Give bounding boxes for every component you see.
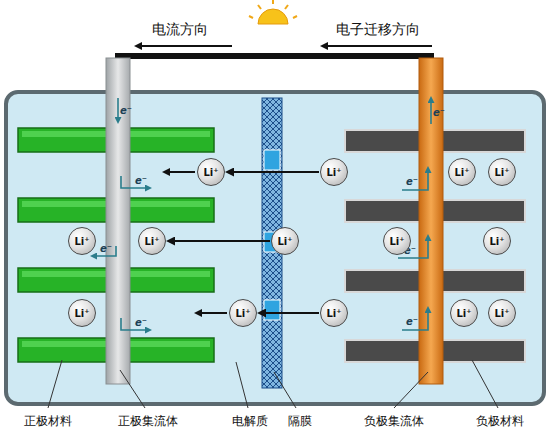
electron-label: e⁻: [135, 175, 147, 186]
lithium-ion: Li⁺: [197, 158, 225, 186]
ion-arrows: [164, 172, 227, 313]
ion-label: Li⁺: [389, 236, 404, 247]
ion-migration-arrow: [259, 312, 319, 314]
electron-label: e⁻: [120, 105, 132, 116]
ion-label: Li⁺: [74, 308, 89, 319]
electron-arrow: [322, 45, 432, 47]
ion-label: Li⁺: [235, 308, 250, 319]
battery-case: [6, 92, 544, 404]
electron-label: e⁻: [100, 243, 112, 254]
part-label: 负极集流体: [364, 413, 424, 430]
ion-label: Li⁺: [326, 308, 341, 319]
part-label: 电流方向: [152, 21, 208, 39]
part-label: 负极材料: [476, 413, 524, 430]
lithium-ion: Li⁺: [448, 158, 476, 186]
lithium-ion: Li⁺: [450, 299, 478, 327]
lithium-ion: Li⁺: [271, 227, 299, 255]
electron-flow-arrows: [92, 98, 431, 330]
electron-label: e⁻: [135, 317, 147, 328]
electron-label: e⁻: [406, 316, 418, 327]
part-label: 电解质: [232, 413, 268, 430]
lithium-ion: Li⁺: [488, 299, 516, 327]
ion-label: Li⁺: [489, 236, 504, 247]
lithium-ion: Li⁺: [68, 227, 96, 255]
leader-lines: [48, 360, 498, 408]
ion-label: Li⁺: [494, 167, 509, 178]
part-label: 电子迁移方向: [336, 21, 420, 39]
ion-label: Li⁺: [454, 167, 469, 178]
part-label: 正极材料: [24, 413, 72, 430]
lithium-ion: Li⁺: [320, 299, 348, 327]
ion-migration-arrow: [227, 171, 319, 173]
lithium-ion: Li⁺: [138, 227, 166, 255]
ion-label: Li⁺: [494, 308, 509, 319]
part-label: 正极集流体: [118, 413, 178, 430]
ion-label: Li⁺: [74, 236, 89, 247]
lithium-ion: Li⁺: [68, 299, 96, 327]
sun-icon: [249, 0, 297, 24]
lithium-ion: Li⁺: [488, 158, 516, 186]
ion-label: Li⁺: [456, 308, 471, 319]
lithium-ion: Li⁺: [320, 158, 348, 186]
current-arrow: [136, 45, 232, 47]
ion-label: Li⁺: [326, 167, 341, 178]
ion-label: Li⁺: [203, 167, 218, 178]
lithium-ion: Li⁺: [483, 227, 511, 255]
ion-migration-arrow: [168, 240, 270, 242]
ion-label: Li⁺: [277, 236, 292, 247]
part-label: 隔膜: [288, 413, 312, 430]
lithium-ion: Li⁺: [229, 299, 257, 327]
electron-label: e⁻: [433, 107, 445, 118]
electron-label: e⁻: [406, 176, 418, 187]
external-wire: [118, 56, 431, 100]
lithium-ion: Li⁺: [383, 227, 411, 255]
ion-label: Li⁺: [144, 236, 159, 247]
